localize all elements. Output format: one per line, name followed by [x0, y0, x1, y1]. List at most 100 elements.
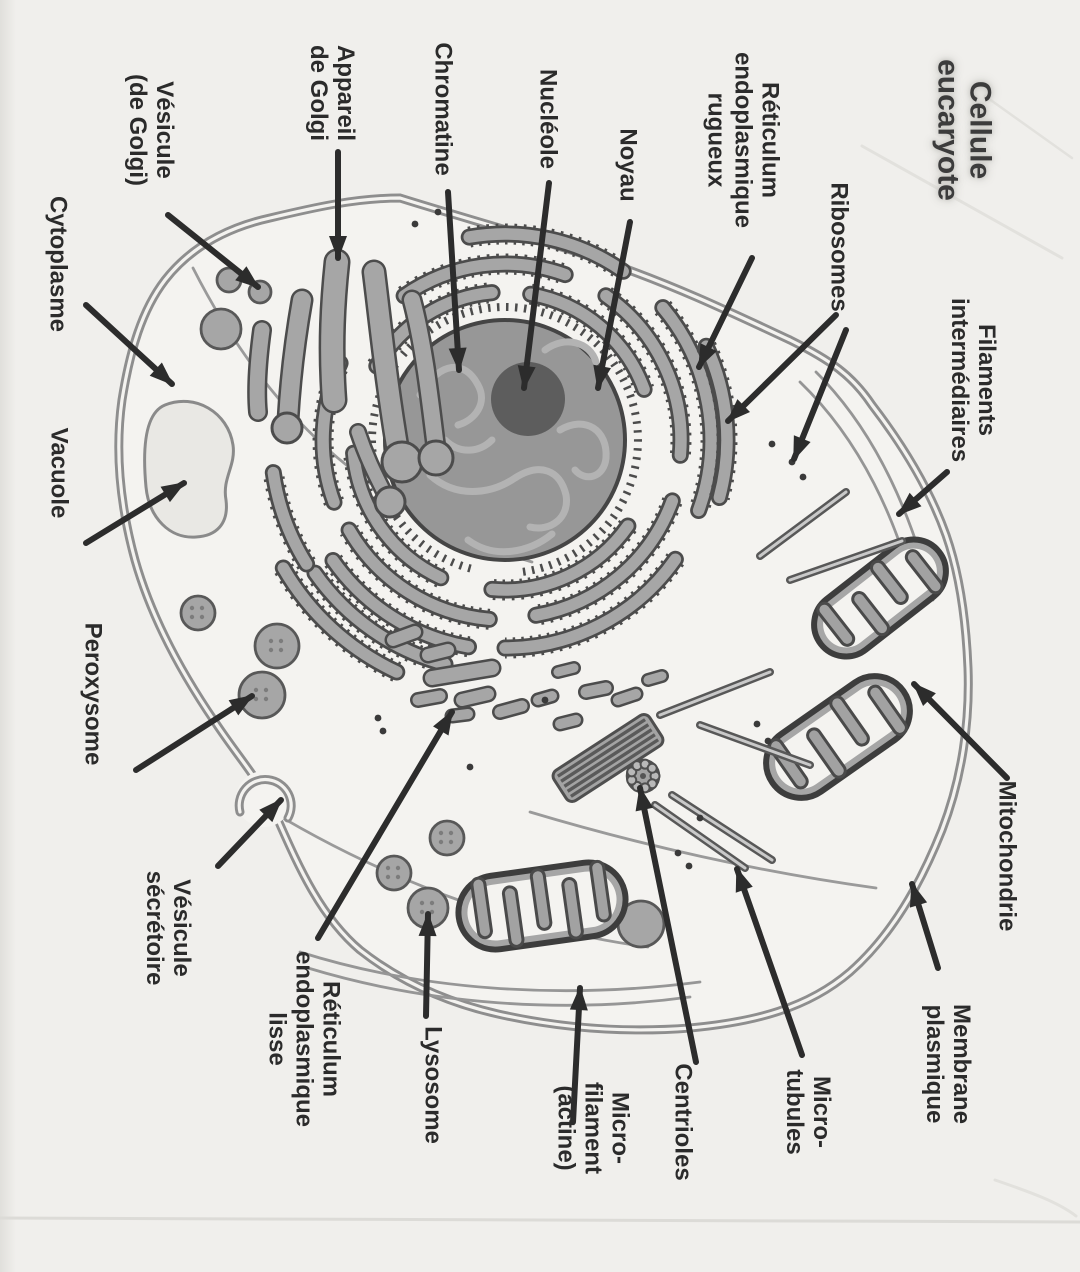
free-ribosome-dot — [799, 473, 807, 481]
scan-artifact — [993, 1178, 1078, 1218]
arrow-membrane-plasmique — [909, 881, 941, 971]
label-vesicule-golgi: Vésicule (de Golgi) — [124, 74, 178, 186]
plasma-membrane-gap — [117, 196, 970, 1032]
rough-er-cisterna — [499, 553, 682, 654]
centriole-microtubule — [556, 718, 647, 778]
granule-speck — [189, 605, 195, 611]
label-chromatine: Chromatine — [429, 42, 457, 176]
label-filaments-intermediaires: Filaments intermédiaires — [946, 297, 1000, 463]
crista — [907, 552, 941, 592]
arrow-chromatine — [445, 189, 467, 373]
smooth-er-tubule — [613, 689, 641, 705]
crista — [854, 594, 887, 634]
vesicle — [179, 594, 217, 632]
golgi-sac — [404, 292, 444, 456]
label-reticulum-lisse: Réticulum endoplasmique lisse — [263, 950, 345, 1128]
free-ribosome-dot — [696, 814, 704, 822]
microtubule-lumen — [658, 670, 772, 717]
smooth-er-tubule — [555, 715, 581, 729]
golgi-bulb — [270, 411, 304, 445]
microtubule-lumen — [698, 723, 812, 767]
chromatin-strand — [541, 338, 600, 366]
arrow-nucleole — [517, 180, 552, 391]
chromatin-strand — [464, 530, 556, 556]
rough-er-cisterna — [524, 288, 650, 396]
rough-er-cisterna — [347, 447, 447, 584]
granule-speck — [419, 909, 425, 915]
label-appareil-golgi: Appareil de Golgi — [305, 44, 359, 142]
secretory-vesicle-cup-gap — [237, 777, 293, 820]
smooth-er-tubule — [412, 690, 446, 706]
granule-speck — [268, 647, 274, 653]
crista — [809, 730, 844, 776]
rough-er-cisterna — [530, 495, 679, 622]
granule-speck — [385, 874, 391, 880]
label-peroxysome: Peroxysome — [79, 622, 107, 766]
microtubule-lumen — [758, 490, 848, 558]
free-ribosome-dot — [753, 720, 761, 728]
rough-er-cisterna — [343, 524, 496, 626]
rough-er-cisterna — [600, 290, 687, 462]
crista — [473, 879, 490, 937]
arrow-reticulum-lisse — [315, 709, 455, 941]
granule-speck — [253, 696, 259, 702]
arrow-microtubules — [734, 866, 805, 1058]
nuclear-envelope-ribosomes — [400, 303, 642, 577]
golgi-sac — [279, 291, 311, 429]
centriole-microtubule — [566, 733, 656, 793]
vesicle — [375, 854, 413, 892]
crista — [819, 604, 853, 644]
smooth-er-tubule — [643, 671, 667, 685]
smooth-er-tubule — [494, 700, 528, 718]
granule-speck — [419, 900, 425, 906]
granule-speck — [199, 605, 205, 611]
cytoskeleton-filament — [528, 810, 878, 890]
peroxisome-or-lysosome — [237, 670, 287, 720]
chromatin-strand — [426, 466, 570, 532]
centriole-microtubule — [563, 728, 653, 788]
vesicle — [428, 819, 466, 857]
granule-speck — [199, 614, 205, 620]
free-ribosome-dot — [379, 727, 387, 735]
free-ribosome-dot — [541, 696, 549, 704]
figure-title: Cellule eucaryote — [931, 59, 997, 201]
free-ribosome-dot — [374, 714, 382, 722]
rough-er-cisterna — [267, 466, 313, 570]
arrow-reticulum-rugueux — [696, 255, 755, 370]
arrow-noyau — [593, 219, 633, 391]
arrow-lysosome — [418, 911, 437, 1019]
mitochondrion-matrix — [823, 548, 937, 648]
smooth-er-tubule — [580, 682, 612, 698]
arrow-mitochondrie — [911, 681, 1010, 781]
smooth-er-tubule — [422, 644, 454, 661]
free-ribosome-dot — [674, 849, 682, 857]
peroxisome-or-lysosome — [253, 622, 301, 670]
arrow-vesicule-secretoire — [215, 797, 284, 869]
smooth-er-tubule — [387, 626, 421, 646]
rough-er-cisterna — [277, 562, 403, 678]
golgi-sac — [321, 251, 348, 411]
golgi-bulb — [373, 485, 407, 519]
free-ribosome-dot — [411, 220, 419, 228]
vacuole — [143, 399, 235, 539]
chromatin-strand — [441, 436, 496, 454]
free-ribosome-dot — [764, 737, 772, 745]
golgi-sac — [351, 425, 391, 499]
peroxisome-or-lysosome — [199, 307, 243, 351]
crista — [832, 698, 867, 744]
centriole-triplet — [646, 762, 658, 774]
microtubule-lumen — [788, 539, 904, 582]
crista — [870, 687, 905, 733]
crista — [564, 879, 581, 937]
granule-speck — [395, 865, 401, 871]
rough-er-cisterna — [657, 301, 717, 517]
crista — [504, 888, 522, 945]
free-ribosome-dot — [434, 208, 442, 216]
granule-speck — [429, 900, 435, 906]
centriole-bundle — [551, 713, 665, 803]
granule-speck — [278, 638, 284, 644]
label-noyau: Noyau — [614, 128, 642, 202]
scan-artifact — [983, 94, 1074, 160]
